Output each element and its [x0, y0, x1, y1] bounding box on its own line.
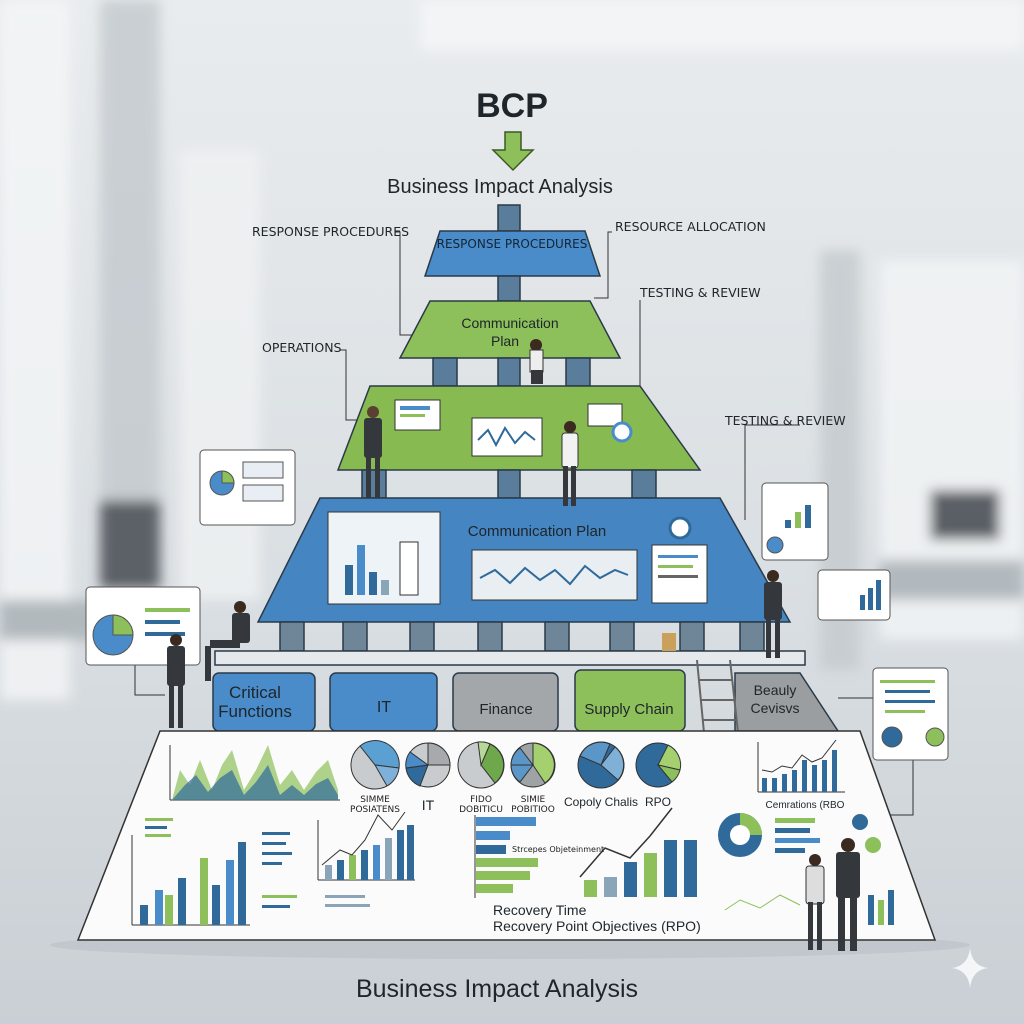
people: [167, 339, 860, 951]
recovery-time-label: Recovery Time: [493, 902, 587, 918]
person-icon: [364, 406, 382, 498]
base-charts: [131, 739, 894, 926]
department-label-5b: Cevisvs: [750, 700, 799, 716]
department-label-3: Finance: [479, 701, 532, 718]
department-label-1a: Critical: [229, 683, 281, 702]
header-title: BCP: [476, 87, 548, 125]
pie-label-5: Copoly Chalis: [564, 795, 638, 809]
tier-panels: [327, 399, 708, 605]
pie-label-4b: POBITIOO: [511, 805, 555, 815]
person-icon: [805, 854, 825, 950]
right-chart-label: Cemrations (RBO: [766, 800, 845, 811]
pie-label-1b: POSIATENS: [350, 805, 400, 815]
callout-testing-review-2: TESTING & REVIEW: [724, 413, 846, 428]
department-label-4: Supply Chain: [584, 701, 673, 718]
tier-second-line2: Plan: [491, 333, 519, 349]
tier-second-line1: Communication: [461, 315, 558, 331]
person-icon: [764, 570, 782, 658]
down-arrow-icon: [491, 131, 535, 172]
rpo-label: Recovery Point Objectives (RPO): [493, 918, 701, 934]
bar-annotation: Strcepes Objeteinment: [512, 845, 604, 854]
person-icon: [836, 838, 860, 951]
callout-resource-allocation: RESOURCE ALLOCATION: [615, 219, 766, 234]
pie-label-1a: SIMME: [360, 795, 390, 805]
tier-response-procedures: [423, 230, 602, 277]
department-label-2: IT: [377, 699, 391, 716]
callout-operations: OPERATIONS: [262, 340, 342, 355]
pie-label-4a: SIMIE: [521, 795, 546, 805]
tier-communication-plan: [398, 300, 622, 359]
callout-testing-review-1: TESTING & REVIEW: [639, 285, 761, 300]
pie-label-2: IT: [422, 797, 435, 813]
footer-title: Business Impact Analysis: [356, 975, 638, 1003]
person-icon: [529, 339, 544, 384]
callout-response-procedures: RESPONSE PROCEDURES: [252, 224, 409, 239]
tier-fourth-label: Communication Plan: [468, 523, 606, 540]
pie-label-6: RPO: [645, 795, 671, 809]
person-icon: [561, 421, 579, 506]
departments-row: [212, 659, 840, 796]
department-label-1b: Functions: [218, 702, 292, 721]
person-icon: [205, 601, 250, 681]
header-subtitle: Business Impact Analysis: [387, 176, 613, 198]
pie-label-3b: DOBITICU: [459, 805, 503, 815]
briefcase-icon: [662, 633, 676, 651]
person-icon: [167, 634, 185, 728]
side-panels: [85, 449, 949, 761]
tier-top-label: RESPONSE PROCEDURES: [437, 237, 588, 251]
sparkle-icon: [952, 948, 988, 988]
pie-label-3a: FIDO: [470, 795, 492, 805]
department-label-5a: Beauly: [754, 682, 797, 698]
